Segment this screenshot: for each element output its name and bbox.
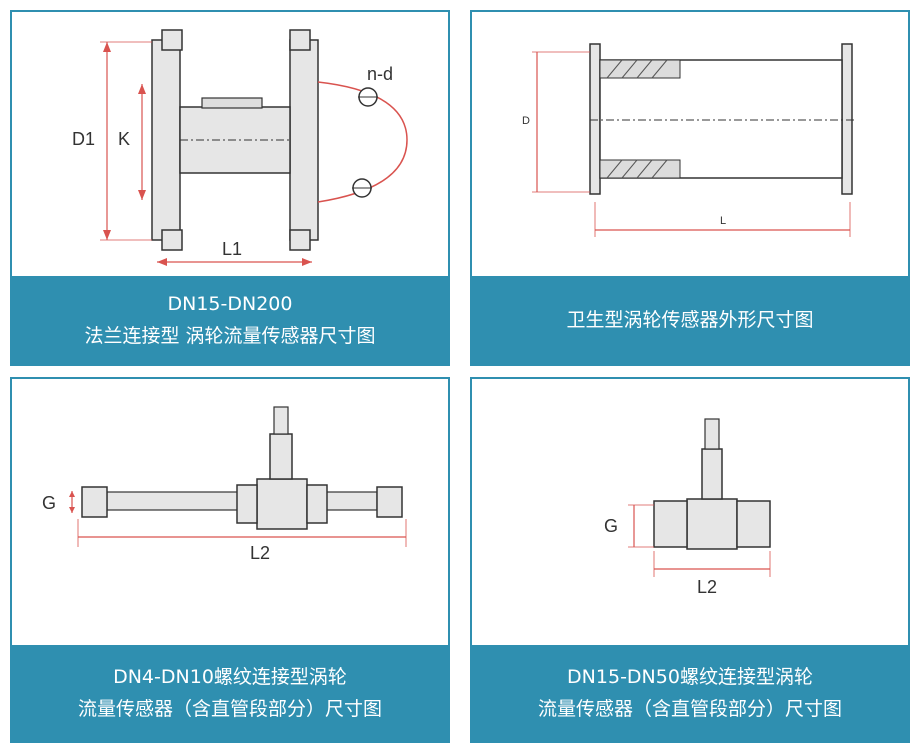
dn15-dn50-drawing: G L2 [604, 418, 771, 597]
caption-line-1: DN15-DN50螺纹连接型涡轮 [567, 666, 813, 688]
dim-label-g: G [42, 493, 56, 513]
caption-sanitary-sensor: 卫生型涡轮传感器外形尺寸图 [472, 276, 908, 364]
dim-label-l1: L1 [222, 239, 242, 259]
dim-label-l2: L2 [250, 543, 270, 563]
panel-sanitary-sensor: D L 卫生型涡轮传感器外形尺寸图 [470, 10, 910, 366]
dim-label-k: K [118, 129, 130, 149]
caption-line-1: DN15-DN200 [167, 293, 293, 315]
caption-line-1: DN4-DN10螺纹连接型涡轮 [113, 666, 347, 688]
caption-dn15-dn50: DN15-DN50螺纹连接型涡轮 流量传感器（含直管段部分）尺寸图 [472, 645, 908, 741]
caption-line-2: 流量传感器（含直管段部分）尺寸图 [537, 698, 842, 720]
flange-sensor-drawing: D1 K n-d L1 [72, 29, 408, 266]
dim-label-d: D [522, 115, 530, 127]
sanitary-sensor-drawing: D L [522, 43, 857, 237]
dim-label-nd: n-d [367, 64, 393, 84]
caption-flange-sensor: DN15-DN200 法兰连接型 涡轮流量传感器尺寸图 [12, 276, 448, 364]
panel-flange-sensor: D1 K n-d L1 DN15-DN200 法兰连接型 涡轮流量传感器尺寸图 [10, 10, 450, 366]
caption-line-2: 流量传感器（含直管段部分）尺寸图 [77, 698, 382, 720]
dim-label-g: G [604, 516, 618, 536]
dim-label-d1: D1 [72, 129, 95, 149]
dn4-dn10-drawing: G L2 [42, 406, 407, 563]
panel-dn4-dn10-threaded: G L2 DN4-DN10螺纹连接型涡轮 流量传感器（含直管段部分）尺寸图 [10, 377, 450, 743]
dim-label-l: L [720, 215, 726, 227]
dim-label-l2: L2 [697, 577, 717, 597]
caption-dn4-dn10: DN4-DN10螺纹连接型涡轮 流量传感器（含直管段部分）尺寸图 [12, 645, 448, 741]
caption-line-1: 卫生型涡轮传感器外形尺寸图 [566, 309, 814, 331]
panel-dn15-dn50-threaded: G L2 DN15-DN50螺纹连接型涡轮 流量传感器（含直管段部分）尺寸图 [470, 377, 910, 743]
caption-line-2: 法兰连接型 涡轮流量传感器尺寸图 [84, 325, 376, 347]
